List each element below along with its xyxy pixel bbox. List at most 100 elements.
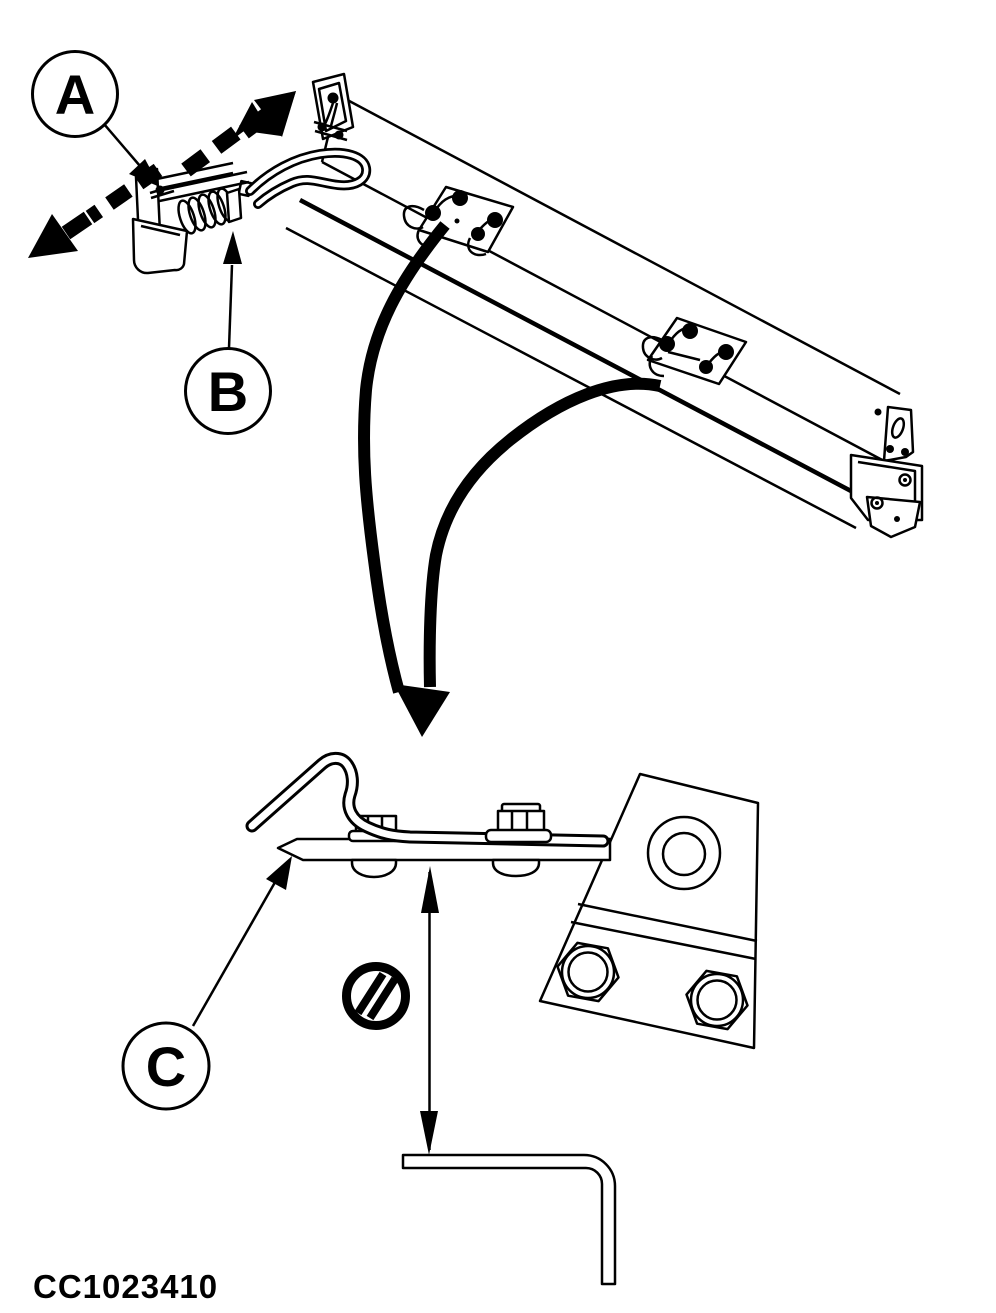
beam-front-bottom-edge (298, 198, 870, 502)
callout-c-leader (191, 876, 280, 1027)
anchor-plate (538, 772, 760, 1050)
slide-arrow-ne-tip (254, 91, 296, 137)
hex-nut-1-body (556, 941, 620, 1003)
callout-c: C (121, 856, 292, 1111)
callout-a: A (31, 50, 160, 187)
hex-nut-1-chamfer (560, 944, 616, 1000)
hex-nut-2-chamfer (689, 972, 745, 1028)
end-plate-dot (894, 516, 900, 522)
end-bolt-1-center (903, 478, 907, 482)
hex-nut-2-body (685, 969, 749, 1031)
bolt-2-nut (491, 858, 541, 878)
end-plate (865, 495, 922, 539)
latch-rod-and-handle (147, 147, 372, 209)
end-tab-bolt-1 (886, 445, 894, 453)
latch-rod-bottom (149, 180, 250, 205)
callout-b-circle (184, 347, 272, 435)
detail-arrow-tail-right (423, 377, 662, 688)
latch-pin-washer (149, 184, 175, 200)
clamp2-wire-mid (667, 350, 701, 362)
hook-rod-outline (245, 751, 610, 848)
gap-arrow-head-bottom (420, 1111, 438, 1155)
detail-arrow-tail-left (358, 221, 450, 694)
parallelism-symbol-icon (342, 962, 410, 1030)
callout-c-label: C (146, 1035, 186, 1098)
parallelism-slashes (354, 971, 399, 1021)
clamp2-wire-hook (648, 355, 665, 378)
slide-arrow-ne-dashes (181, 123, 245, 177)
beam-assembly (237, 93, 901, 530)
pivot-plate-inner (317, 81, 348, 133)
pivot-bolt-wires (323, 102, 339, 127)
angle-bracket (401, 1153, 617, 1286)
clamp1-bolt-3 (487, 212, 503, 228)
gap-arrow-head-top (421, 866, 439, 913)
callout-b: B (184, 231, 272, 435)
end-bolt-1 (898, 473, 912, 487)
clamp-bracket-2 (641, 316, 748, 386)
detail-arrow-head (394, 684, 450, 737)
beam-rivet-mark (874, 408, 882, 416)
clamp1-wire-loop (402, 204, 425, 230)
clamp1-bolt-2 (425, 205, 441, 221)
slide-arrow-sw-tip (28, 214, 78, 258)
hex-nut-2-bore (696, 979, 738, 1021)
hex-nut-1-bore (567, 951, 609, 993)
beam-front-top-edge (321, 160, 887, 464)
detail-view: C (121, 751, 760, 1286)
plate-hole-outer (646, 815, 722, 891)
clamp1-wire-top (435, 194, 462, 209)
callout-a-circle (31, 50, 119, 138)
callout-a-leader (103, 123, 141, 167)
clamp2-wire-top (669, 326, 729, 364)
figure-code: CC1023410 (33, 1268, 218, 1305)
clamp1-bolt-1 (452, 190, 468, 206)
bolt-1-nut (350, 858, 398, 879)
clamp2-bolt-4 (699, 360, 713, 374)
callout-a-arrowhead (129, 159, 160, 187)
latch-spring (177, 187, 236, 235)
clamp1-wire-bottom (467, 217, 500, 257)
beam-top-edge (337, 93, 901, 396)
plate-hole-inner (661, 831, 707, 877)
clamp1-center-pin (454, 218, 460, 224)
clamp2-wire-loop (641, 336, 663, 361)
callout-a-label: A (55, 63, 95, 126)
spring-seat-plate (225, 187, 243, 224)
end-tab-slot (890, 417, 906, 439)
pivot-bolt (327, 92, 339, 104)
gap-measurement-arrow (420, 866, 439, 1155)
bolt-2 (484, 802, 553, 844)
handle-loop-core (247, 150, 369, 207)
parallelism-circle (342, 962, 410, 1030)
hook-rod-core (248, 754, 607, 845)
detail-callout-arrow (358, 221, 662, 737)
bolt-2-washer (484, 828, 553, 844)
callout-b-arrowhead (223, 231, 242, 264)
beam-bottom-edge (285, 226, 857, 530)
slide-arrow-sw-shaft (61, 211, 93, 240)
bolt-2-facets (510, 811, 529, 832)
end-channel-inner (857, 460, 917, 514)
pivot-washer-lines (313, 120, 348, 142)
anchor-plate-fold-lines (570, 902, 758, 961)
callout-b-label: B (208, 360, 248, 423)
latch-cup-inner (140, 224, 181, 237)
callout-c-arrowhead (266, 856, 292, 890)
end-bolt-2 (870, 496, 884, 510)
end-bolt-2-center (875, 501, 879, 505)
hook-rod (245, 751, 610, 848)
slide-arrow-ne-shaft (239, 107, 273, 139)
clamp1-bolt-4 (471, 227, 485, 241)
clamp-bracket-1 (402, 185, 515, 257)
clamp2-bolt-1 (682, 323, 698, 339)
pivot-bracket (311, 72, 355, 142)
end-tab-bolt-2 (901, 448, 909, 456)
end-bracket (849, 405, 924, 539)
callout-b-leader (227, 264, 234, 349)
hex-nut-1 (556, 941, 620, 1003)
clamp2-plate (646, 316, 748, 386)
slide-arrow-ne (181, 91, 296, 177)
callout-c-circle (121, 1021, 211, 1111)
